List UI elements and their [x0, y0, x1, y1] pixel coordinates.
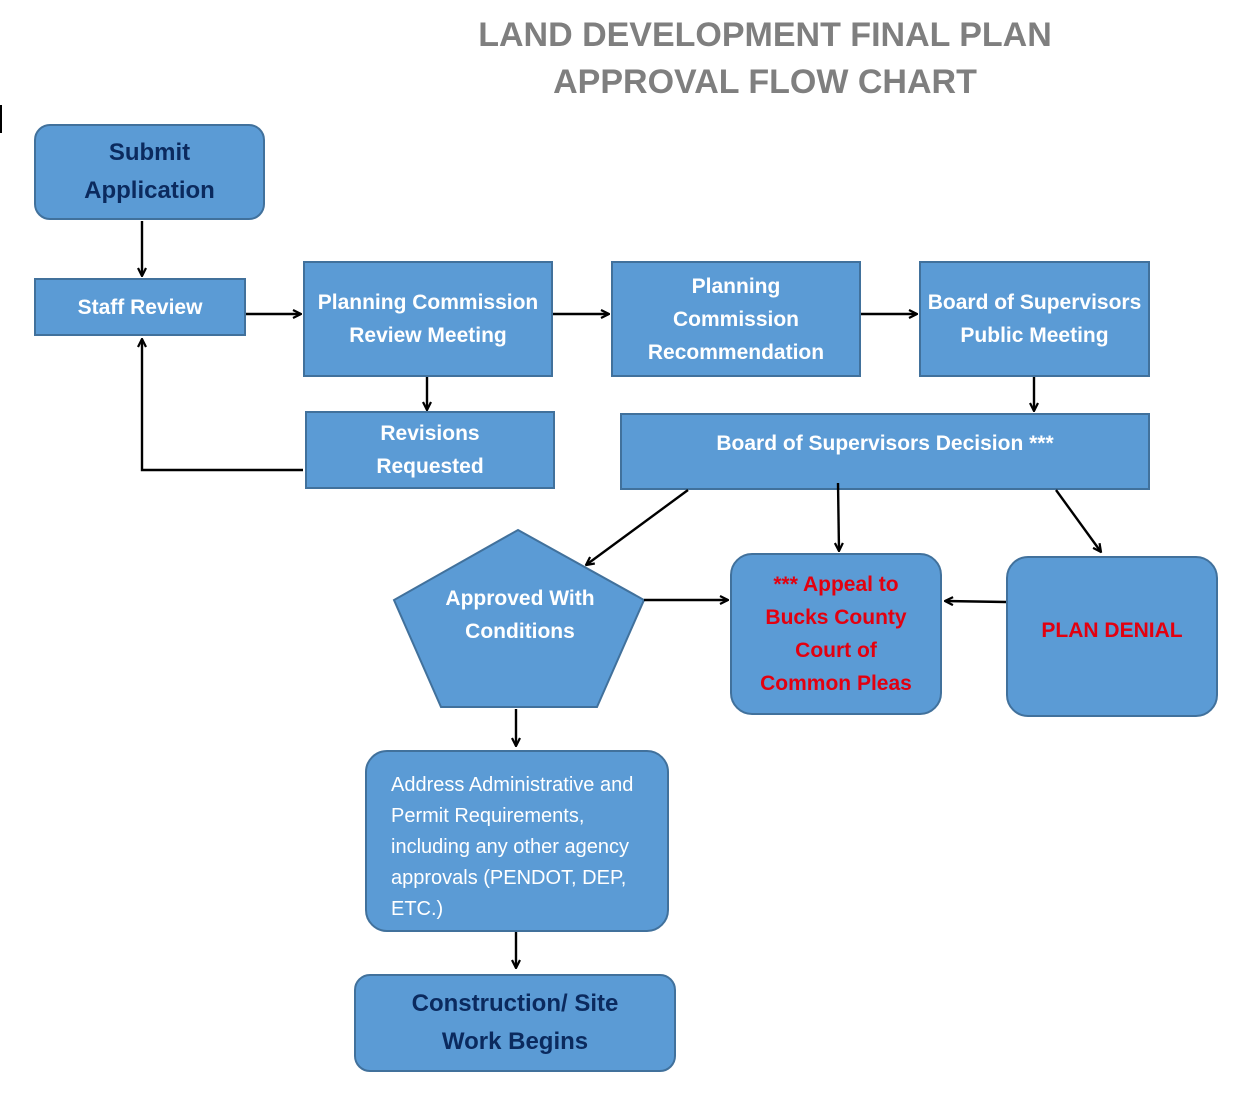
arrow-decision-to-denial	[1055, 489, 1101, 552]
approved-with-conditions-pentagon	[392, 528, 646, 708]
staff-review-node: Staff Review	[34, 278, 246, 336]
construction-begins-node: Construction/ Site Work Begins	[354, 974, 676, 1072]
approved-with-conditions-node: Approved With Conditions	[445, 587, 595, 643]
plan-denial-node: PLAN DENIAL	[1006, 556, 1218, 717]
arrow-denial-to-appeal	[945, 601, 1007, 602]
revisions-requested-node: Revisions Requested	[305, 411, 555, 489]
arrow-revisions-to-staff	[142, 339, 303, 472]
appeal-node: *** Appeal to Bucks County Court of Comm…	[730, 553, 942, 715]
chart-title-line-1: LAND DEVELOPMENT FINAL PLAN	[478, 16, 1052, 54]
planning-commission-review-meeting-node: Planning Commission Review Meeting	[303, 261, 553, 377]
board-of-supervisors-decision-node: Board of Supervisors Decision ***	[620, 413, 1150, 490]
address-requirements-node: Address Administrative and Permit Requir…	[365, 750, 669, 932]
chart-title-line-2: APPROVAL FLOW CHART	[553, 63, 977, 101]
left-edge-mark	[0, 105, 2, 133]
planning-commission-recommendation-node: Planning Commission Recommendation	[611, 261, 861, 377]
submit-application-node: Submit Application	[34, 124, 265, 220]
arrow-decision-to-appeal	[838, 482, 839, 551]
arrow-decision-to-approved	[586, 489, 689, 565]
board-of-supervisors-public-meeting-node: Board of Supervisors Public Meeting	[919, 261, 1150, 377]
